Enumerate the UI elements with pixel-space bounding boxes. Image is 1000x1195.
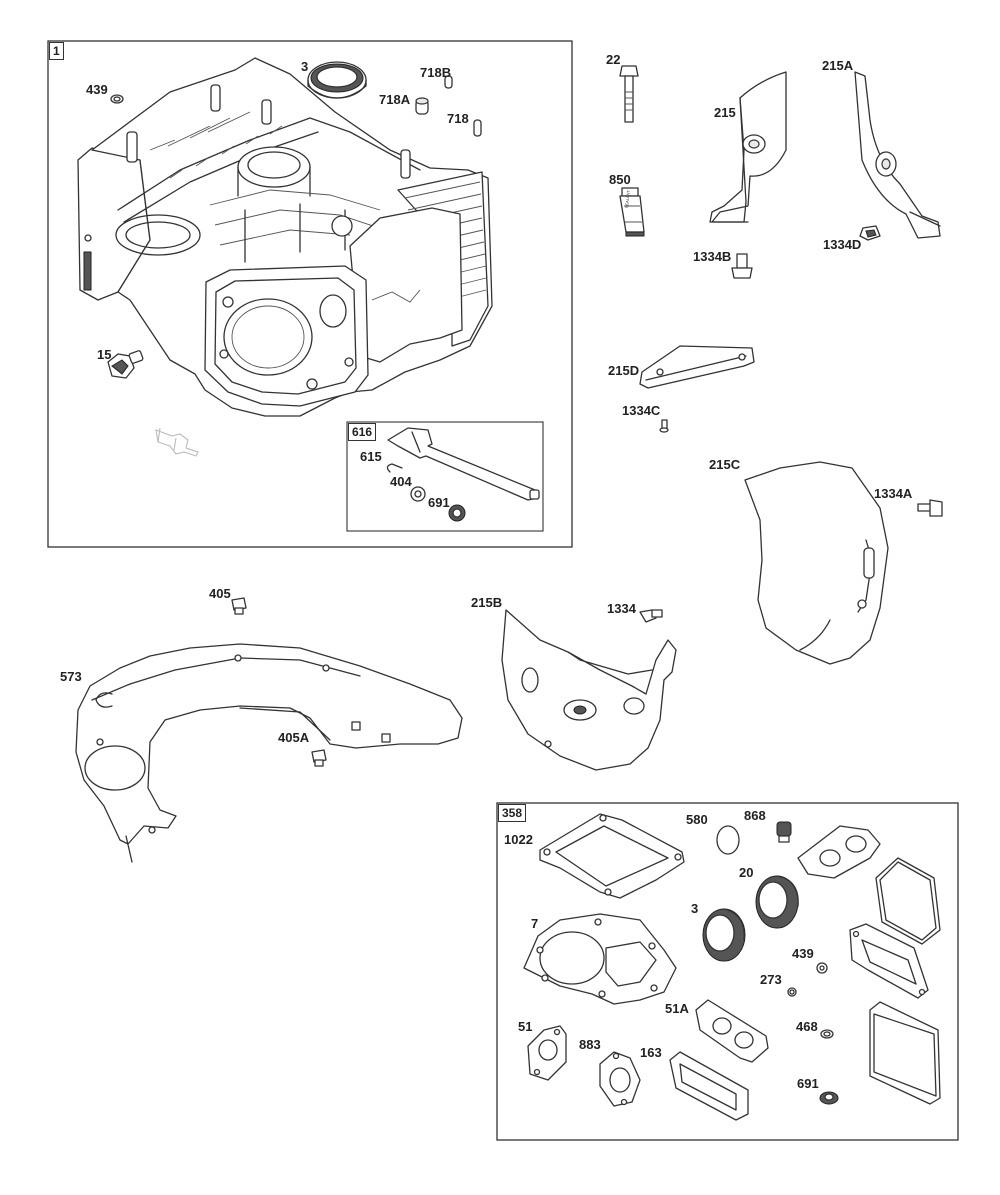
callout-439-top: 439 bbox=[86, 82, 108, 97]
callout-1334D: 1334D bbox=[823, 237, 862, 252]
valve-seal-868 bbox=[776, 821, 792, 843]
callout-718A: 718A bbox=[379, 92, 411, 107]
engine-block-frame bbox=[47, 40, 573, 548]
o-ring-580 bbox=[716, 825, 740, 855]
oil-seal-20 bbox=[755, 875, 799, 929]
callout-3-top: 3 bbox=[301, 59, 309, 74]
group-box-number-1: 1 bbox=[49, 42, 64, 60]
gasket-51 bbox=[527, 1025, 567, 1081]
bolt-405 bbox=[231, 597, 247, 615]
engine-block-drawing bbox=[77, 57, 493, 417]
bolt-405A bbox=[311, 749, 327, 767]
callout-405: 405 bbox=[209, 586, 231, 601]
callout-573: 573 bbox=[60, 669, 82, 684]
cover-plate-573 bbox=[75, 643, 463, 863]
callout-580: 580 bbox=[686, 812, 708, 827]
gasket-set-frame bbox=[496, 802, 959, 1141]
callout-718: 718 bbox=[447, 111, 469, 126]
dowel-pin-718B bbox=[444, 75, 453, 89]
muffler-gasket-right-bottom bbox=[869, 1001, 941, 1105]
callout-3-kit: 3 bbox=[691, 901, 699, 916]
dipstick-tube-parts bbox=[386, 427, 540, 522]
dowel-pin-718 bbox=[473, 119, 482, 137]
shroud-215B bbox=[501, 609, 677, 771]
shroud-215C bbox=[744, 461, 889, 665]
gasket-163 bbox=[669, 1051, 749, 1121]
callout-468: 468 bbox=[796, 1019, 818, 1034]
dipstick-tube-frame bbox=[346, 421, 544, 532]
callout-215A: 215A bbox=[822, 58, 854, 73]
callout-51A: 51A bbox=[665, 1001, 689, 1016]
gasket-883 bbox=[599, 1051, 641, 1107]
oil-seal-3-kit bbox=[702, 908, 746, 962]
callout-1334A: 1334A bbox=[874, 486, 913, 501]
intake-gasket-51A bbox=[695, 999, 769, 1063]
callout-1334C: 1334C bbox=[622, 403, 661, 418]
bolt-22 bbox=[619, 65, 639, 123]
washer-439-top bbox=[110, 94, 124, 104]
callout-883: 883 bbox=[579, 1037, 601, 1052]
callout-439-kit: 439 bbox=[792, 946, 814, 961]
intake-gasket-right-top bbox=[797, 825, 881, 879]
callout-615: 615 bbox=[360, 449, 382, 464]
screw-1334C bbox=[659, 419, 669, 433]
group-box-number-616: 616 bbox=[348, 423, 377, 441]
callout-215: 215 bbox=[714, 105, 736, 120]
callout-22: 22 bbox=[606, 52, 621, 67]
callout-1334: 1334 bbox=[607, 601, 636, 616]
shroud-215A bbox=[854, 71, 941, 239]
drain-plug-15 bbox=[107, 350, 144, 379]
callout-691-top: 691 bbox=[428, 495, 450, 510]
shroud-215 bbox=[709, 71, 787, 223]
sleeve-718A bbox=[415, 97, 429, 115]
gasket-1022 bbox=[539, 813, 685, 899]
callout-15: 15 bbox=[97, 347, 112, 362]
callout-718B: 718B bbox=[420, 65, 452, 80]
callout-850: 850 bbox=[609, 172, 631, 187]
sealant-tube-850 bbox=[619, 187, 645, 237]
callout-1334B: 1334B bbox=[693, 249, 732, 264]
breather-fitting-ghost bbox=[155, 427, 199, 457]
bolt-1334 bbox=[639, 609, 663, 623]
callout-215B: 215B bbox=[471, 595, 503, 610]
callout-691-kit: 691 bbox=[797, 1076, 819, 1091]
callout-51: 51 bbox=[518, 1019, 533, 1034]
callout-405A: 405A bbox=[278, 730, 310, 745]
bolt-1334A bbox=[917, 499, 943, 517]
callout-868: 868 bbox=[744, 808, 766, 823]
head-gasket-7 bbox=[523, 913, 677, 1005]
callout-273: 273 bbox=[760, 972, 782, 987]
washer-439-kit bbox=[816, 962, 828, 974]
callout-163: 163 bbox=[640, 1045, 662, 1060]
group-box-number-358: 358 bbox=[498, 804, 527, 822]
seal-691-kit bbox=[819, 1091, 839, 1105]
bolt-1334B bbox=[731, 253, 753, 279]
washer-468 bbox=[820, 1029, 834, 1039]
callout-1022: 1022 bbox=[504, 832, 533, 847]
callout-7: 7 bbox=[531, 916, 539, 931]
exhaust-gasket-right-ring bbox=[875, 857, 941, 945]
exhaust-gasket-right-flange bbox=[849, 923, 929, 999]
washer-273 bbox=[787, 987, 797, 997]
callout-215D: 215D bbox=[608, 363, 640, 378]
callout-215C: 215C bbox=[709, 457, 741, 472]
bracket-215D bbox=[639, 345, 755, 389]
oil-seal-3-top bbox=[307, 61, 367, 99]
callout-20: 20 bbox=[739, 865, 754, 880]
bolt-1334D bbox=[859, 225, 881, 241]
callout-404: 404 bbox=[390, 474, 412, 489]
